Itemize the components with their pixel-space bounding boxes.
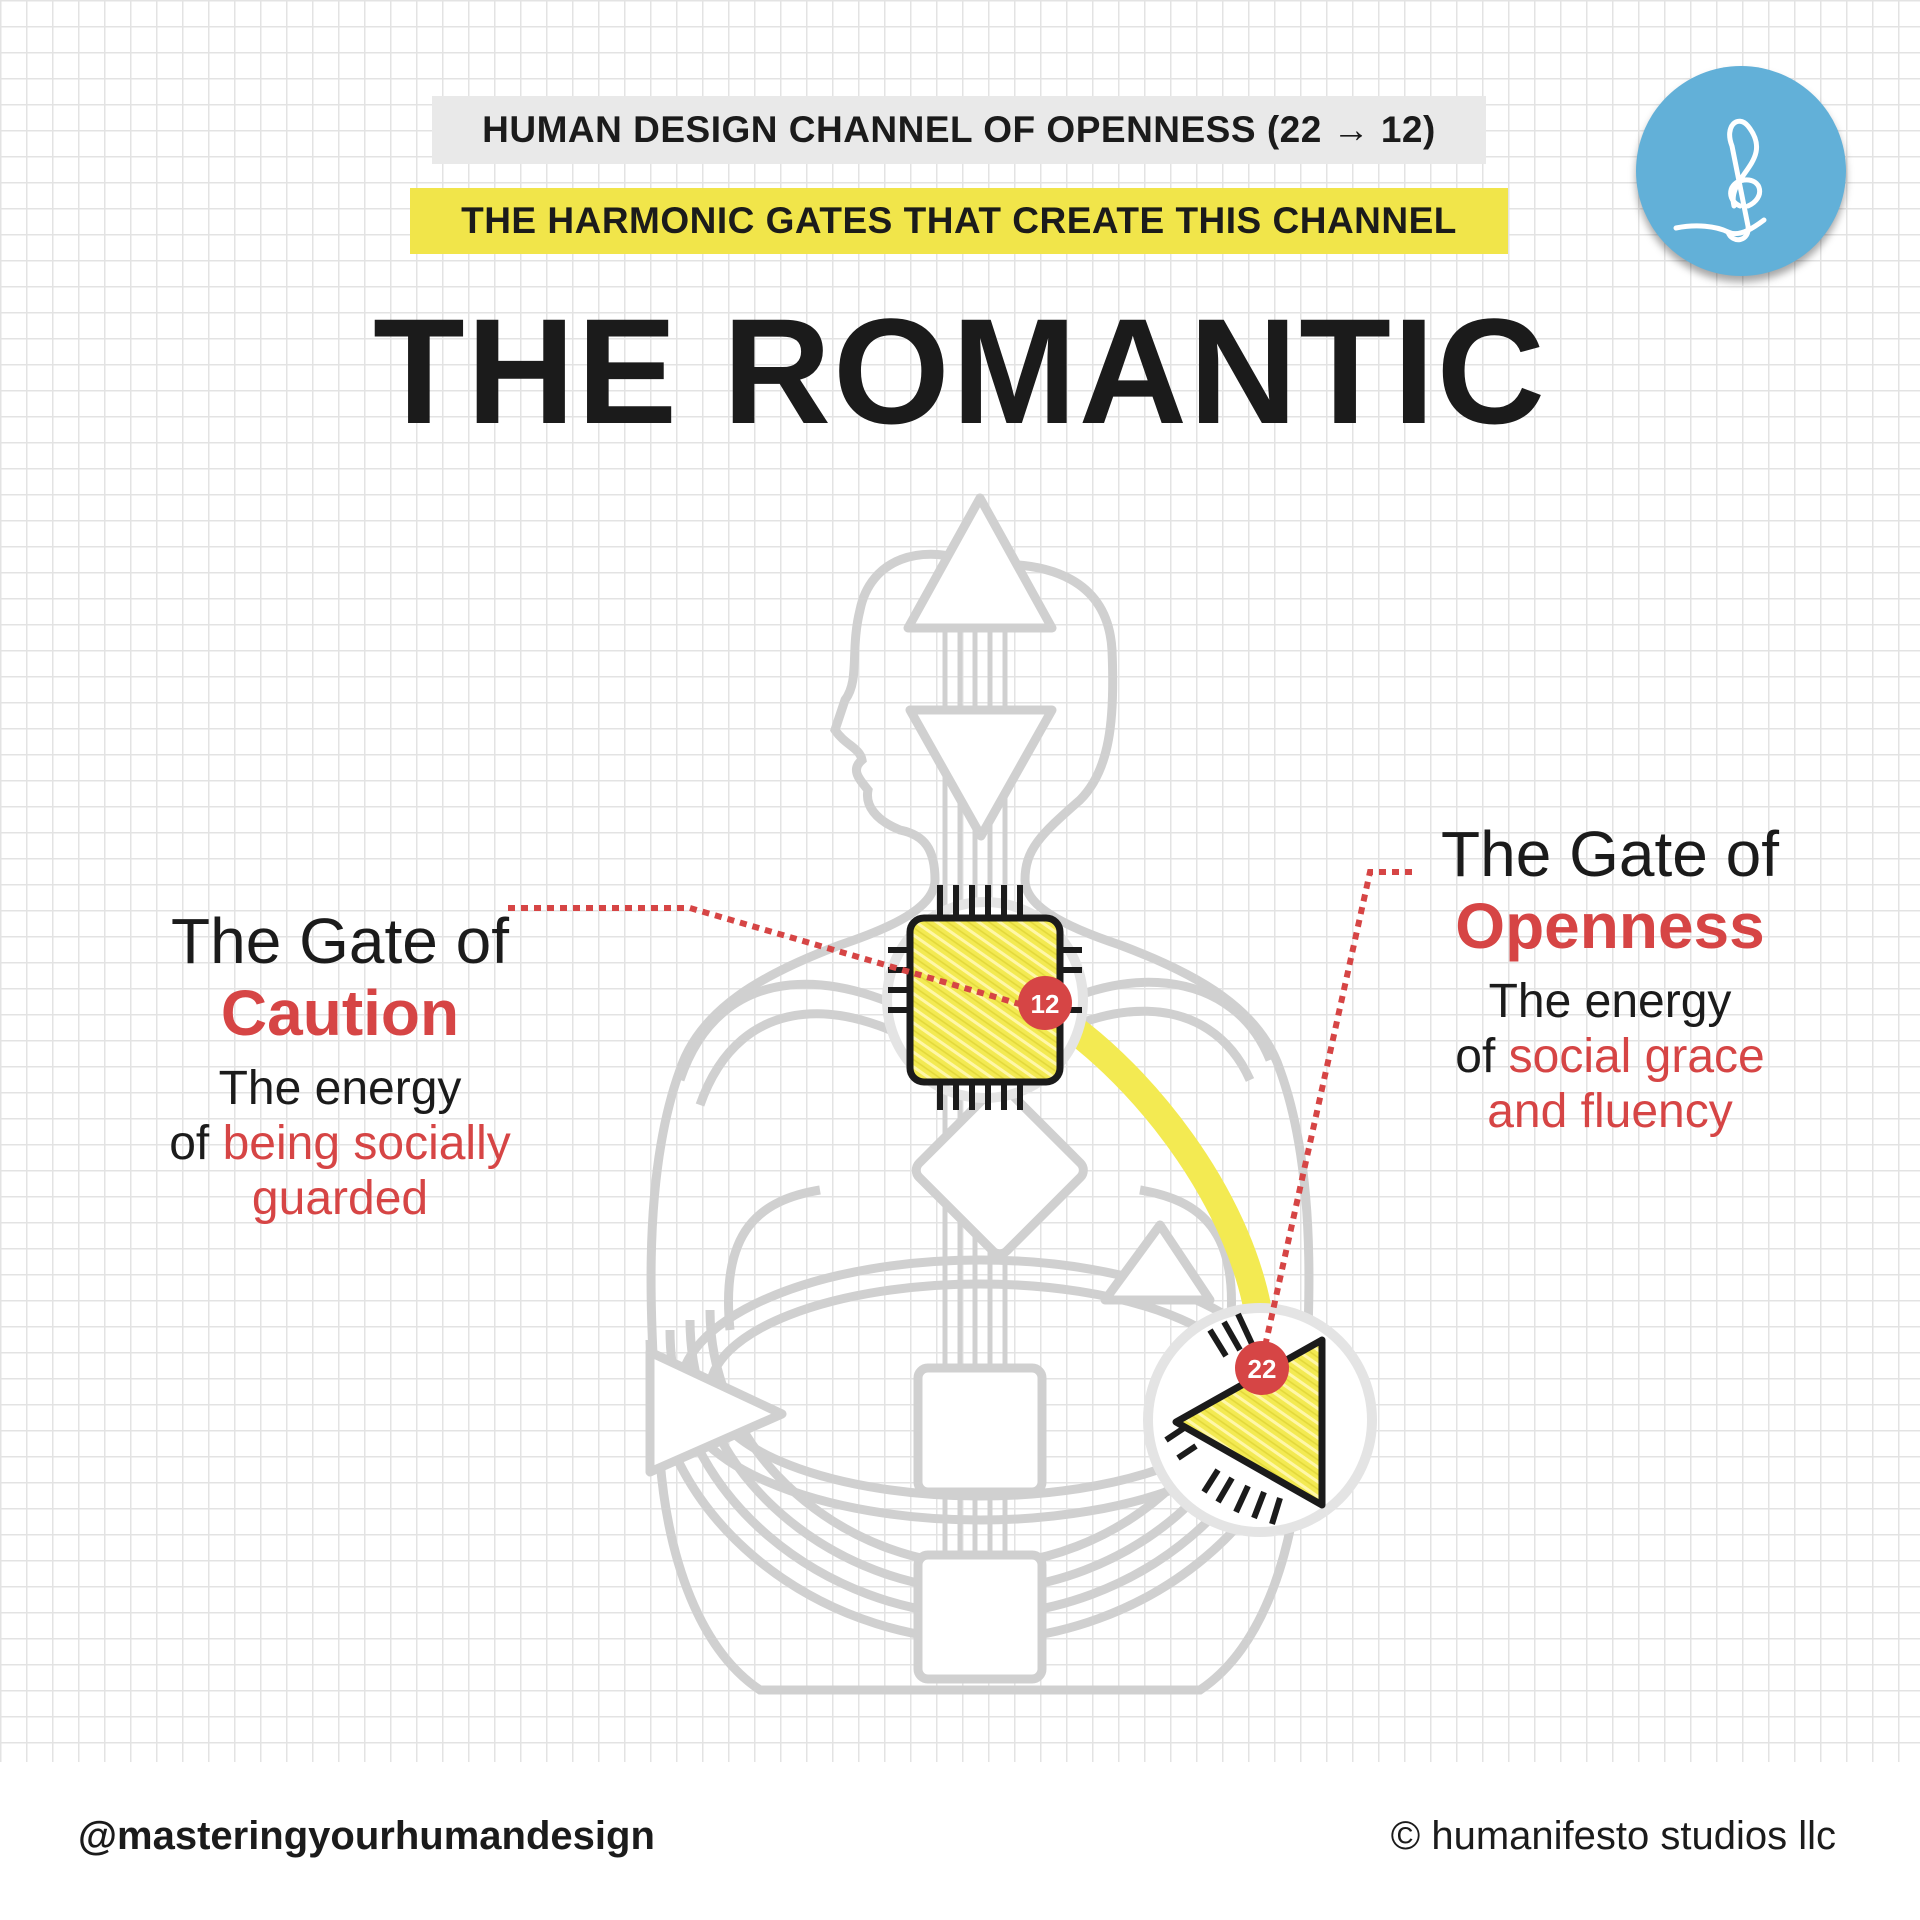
energy-centers xyxy=(645,493,1215,1684)
gate-openness-block: The Gate of Openness The energy of socia… xyxy=(1400,818,1820,1139)
page-title: THE ROMANTIC xyxy=(373,287,1547,455)
gate-openness-desc-line1: The energy xyxy=(1488,975,1732,1028)
gate-caution-desc-highlight: being socially xyxy=(222,1117,511,1170)
gate-12-number: 12 xyxy=(1031,989,1060,1019)
body-silhouette xyxy=(646,549,1314,1695)
treble-clef-icon xyxy=(1673,118,1767,243)
sacral-center xyxy=(913,1363,1047,1497)
throat-center-highlight xyxy=(882,885,1088,1110)
gate-caution-title: The Gate of xyxy=(171,905,509,977)
throat-gate-ticks xyxy=(888,885,1082,1110)
channel-label: HUMAN DESIGN CHANNEL OF OPENNESS (22 → 1… xyxy=(432,96,1486,164)
gate-openness-name: Openness xyxy=(1455,890,1765,962)
openness-leader xyxy=(1259,869,1412,1361)
root-center xyxy=(913,1550,1047,1684)
gate-caution-desc-line1: The energy xyxy=(218,1062,462,1115)
g-center xyxy=(911,1082,1088,1259)
copyright-notice: © humanifesto studios llc xyxy=(1390,1814,1836,1858)
emotional-gate-ticks xyxy=(1164,1312,1283,1525)
gate-12-badge: 12 xyxy=(1018,976,1072,1030)
spleen-center xyxy=(645,1347,787,1477)
ajna-center xyxy=(905,705,1057,841)
logo-badge xyxy=(1636,66,1846,276)
gate-openness-description: The energy of social grace and fluency xyxy=(1400,974,1820,1139)
footer-band xyxy=(0,1762,1920,1920)
head-center xyxy=(903,493,1057,633)
gate-openness-desc-highlight: social grace xyxy=(1508,1030,1765,1083)
gate-caution-desc-line3: guarded xyxy=(251,1172,429,1225)
gate-openness-desc-line3: and fluency xyxy=(1487,1085,1733,1138)
heart-center xyxy=(1100,1220,1215,1305)
gate-caution-description: The energy of being socially guarded xyxy=(120,1061,560,1226)
gate-22-badge: 22 xyxy=(1235,1341,1289,1395)
subtitle-label-text: THE HARMONIC GATES THAT CREATE THIS CHAN… xyxy=(461,200,1457,241)
leader-lines xyxy=(508,869,1412,1361)
caution-leader xyxy=(508,905,1041,1013)
gate-caution-name: Caution xyxy=(220,977,460,1049)
gate-caution-desc-of: of xyxy=(169,1117,210,1170)
social-handle: @masteringyourhumandesign xyxy=(78,1814,655,1858)
subtitle-label: THE HARMONIC GATES THAT CREATE THIS CHAN… xyxy=(410,188,1508,254)
gate-openness-title: The Gate of xyxy=(1441,818,1779,890)
gate-caution-block: The Gate of Caution The energy of being … xyxy=(120,905,560,1226)
channel-label-text: HUMAN DESIGN CHANNEL OF OPENNESS (22 → 1… xyxy=(482,109,1436,150)
gate-22-number: 22 xyxy=(1248,1354,1277,1384)
gate-openness-desc-of: of xyxy=(1455,1030,1496,1083)
